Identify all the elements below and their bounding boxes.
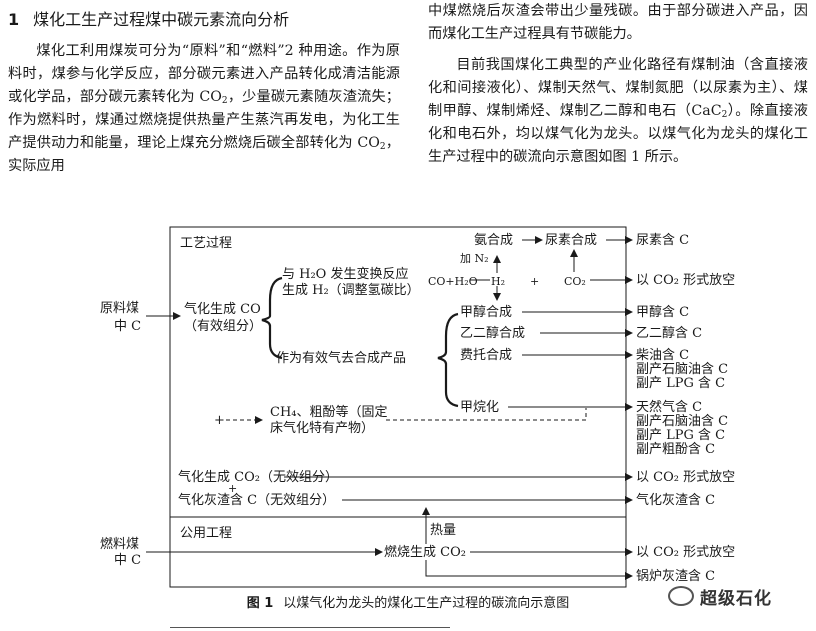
left-text-2: ，少量碳元素随灰渣流失；作为燃料时，煤通过燃烧提供热量产生蒸汽再发电，为化工生产… [8,89,400,151]
co-h2o-label: CO+H₂O [428,275,478,288]
right-text-1: 目前我国煤化工典型的产业化路径有煤制油（含直接液化和间接液化）、煤制天然气、煤制… [428,57,808,119]
wechat-icon [668,586,694,606]
watermark: 超级石化 [668,584,772,609]
section-number: 1 [8,10,20,29]
out-urea: 尿素含 C [636,232,689,248]
syngas-label: 作为有效气去合成产品 [276,350,406,366]
out-sng-1: 天然气含 C [636,399,702,415]
ammonia-label: 氨合成 [474,233,513,248]
byproduct-label-1: CH₄、粗酚等（固定 [270,404,388,420]
h2-label: H₂ [491,275,505,288]
out-sng-2: 副产石脑油含 C [636,413,728,429]
co2-gas-label: 气化生成 CO₂（无效组分） [178,469,338,485]
gasify-co-label-2: （有效组分） [184,319,262,334]
figure-caption-text: 以煤气化为龙头的煤化工生产过程的碳流向示意图 [283,596,570,611]
plus-label: + [530,275,539,288]
watermark-text: 超级石化 [700,589,772,609]
methanol-label: 甲醇合成 [460,304,512,320]
section-heading: 1 煤化工生产过程煤中碳元素流向分析 [8,8,400,32]
out-ft-2: 副产石脑油含 C [636,361,728,377]
out-methanol: 甲醇含 C [636,304,689,320]
out-ft-3: 副产 LPG 含 C [636,375,725,391]
ash-c-label: 气化灰渣含 C（无效组分） [178,492,335,508]
heat-label: 热量 [430,523,456,538]
brace-left [261,276,283,360]
co2-label: CO₂ [564,275,586,288]
byproduct-link [386,408,587,421]
methanation-label: 甲烷化 [460,400,499,415]
left-text-1: 煤化工利用煤炭可分为“原料”和“燃料”2 种用途。作为原料时，煤参与化学反应，部… [8,43,400,105]
figure-caption: 图 1 以煤气化为龙头的煤化工生产过程的碳流向示意图 [0,592,816,611]
add-n2-label: 加 N₂ [460,252,489,265]
out-ash: 气化灰渣含 C [636,492,715,508]
process-box-label: 工艺过程 [180,236,232,251]
gasify-co-label-1: 气化生成 CO [184,301,261,317]
out-sng-4: 副产粗酚含 C [636,441,715,457]
right-sub: 2 [721,110,728,120]
out-glycol: 乙二醇含 C [636,325,702,341]
boiler-ash-line [425,560,632,577]
dash-plus: + [214,413,225,428]
glycol-label: 乙二醇合成 [460,325,525,341]
brace-right [437,312,459,408]
raw-coal-label-2: 中 C [114,319,141,334]
left-column: 1 煤化工生产过程煤中碳元素流向分析 煤化工利用煤炭可分为“原料”和“燃料”2 种… [8,0,400,178]
left-paragraph: 煤化工利用煤炭可分为“原料”和“燃料”2 种用途。作为原料时，煤参与化学反应，部… [8,40,400,178]
burn-label: 燃烧生成 CO₂ [384,544,466,560]
out-co2-vent1: 以 CO₂ 形式放空 [636,273,735,288]
out-co2-vent3: 以 CO₂ 形式放空 [636,545,735,560]
left-sub-1: 2 [221,96,228,106]
right-paragraph-1: 中煤燃烧后灰渣会带出少量残碳。由于部分碳进入产品，因而煤化工生产过程具有节碳能力… [428,3,808,42]
shift-label-1: 与 H₂O 发生变换反应 [282,266,408,282]
fuel-coal-label-1: 燃料煤 [100,536,139,552]
right-paragraph-2: 目前我国煤化工典型的产业化路径有煤制油（含直接液化和间接液化）、煤制天然气、煤制… [428,54,808,169]
right-text-2: ）。除直接液化和电石外，均以煤气化为龙头。以煤气化为龙头的煤化工生产过程中的碳流… [428,103,808,165]
out-ft-1: 柴油含 C [636,347,689,363]
utility-box-label: 公用工程 [180,526,232,541]
urea-syn-label: 尿素合成 [545,233,597,248]
shift-label-2: 生成 H₂（调整氢碳比） [282,283,420,298]
fuel-coal-label-2: 中 C [114,553,141,568]
plus2-label: + [228,482,237,495]
raw-coal-label-1: 原料煤 [100,301,139,316]
ft-label: 费托合成 [460,348,512,363]
right-column: 中煤燃烧后灰渣会带出少量残碳。由于部分碳进入产品，因而煤化工生产过程具有节碳能力… [428,0,808,169]
out-boiler-ash: 锅炉灰渣含 C [636,568,715,584]
out-sng-3: 副产 LPG 含 C [636,427,725,443]
left-sub-2: 2 [379,142,386,152]
out-co2-vent2: 以 CO₂ 形式放空 [636,470,735,485]
section-title: 煤化工生产过程煤中碳元素流向分析 [33,10,290,29]
left-text-3: ，实际应用 [8,135,400,174]
footnote-rule [170,627,450,628]
byproduct-label-2: 床气化特有产物） [270,420,374,436]
figure-number: 图 1 [246,596,274,611]
